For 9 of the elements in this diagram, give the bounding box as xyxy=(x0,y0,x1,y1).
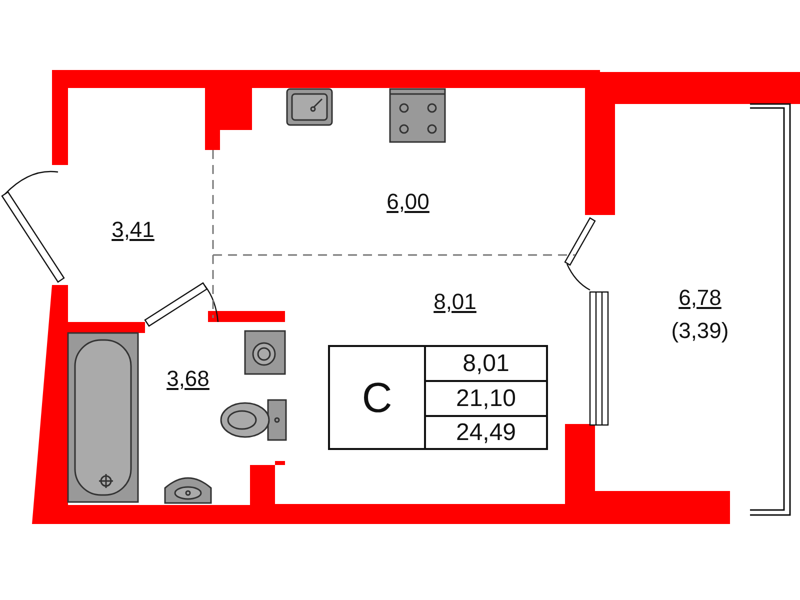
room-area-label: 6,00 xyxy=(386,191,430,213)
area-summary-value: 8,01 xyxy=(424,345,548,382)
room-area-label: 3,41 xyxy=(112,219,154,241)
balcony-reduced-area-label: (3,39) xyxy=(671,320,729,342)
room-area-label: 8,01 xyxy=(434,291,476,313)
area-summary-value: 24,49 xyxy=(424,415,548,450)
room-area-label: 3,68 xyxy=(166,368,210,390)
apartment-type-label: С xyxy=(328,345,426,450)
room-area-label: 6,78 xyxy=(678,287,722,309)
